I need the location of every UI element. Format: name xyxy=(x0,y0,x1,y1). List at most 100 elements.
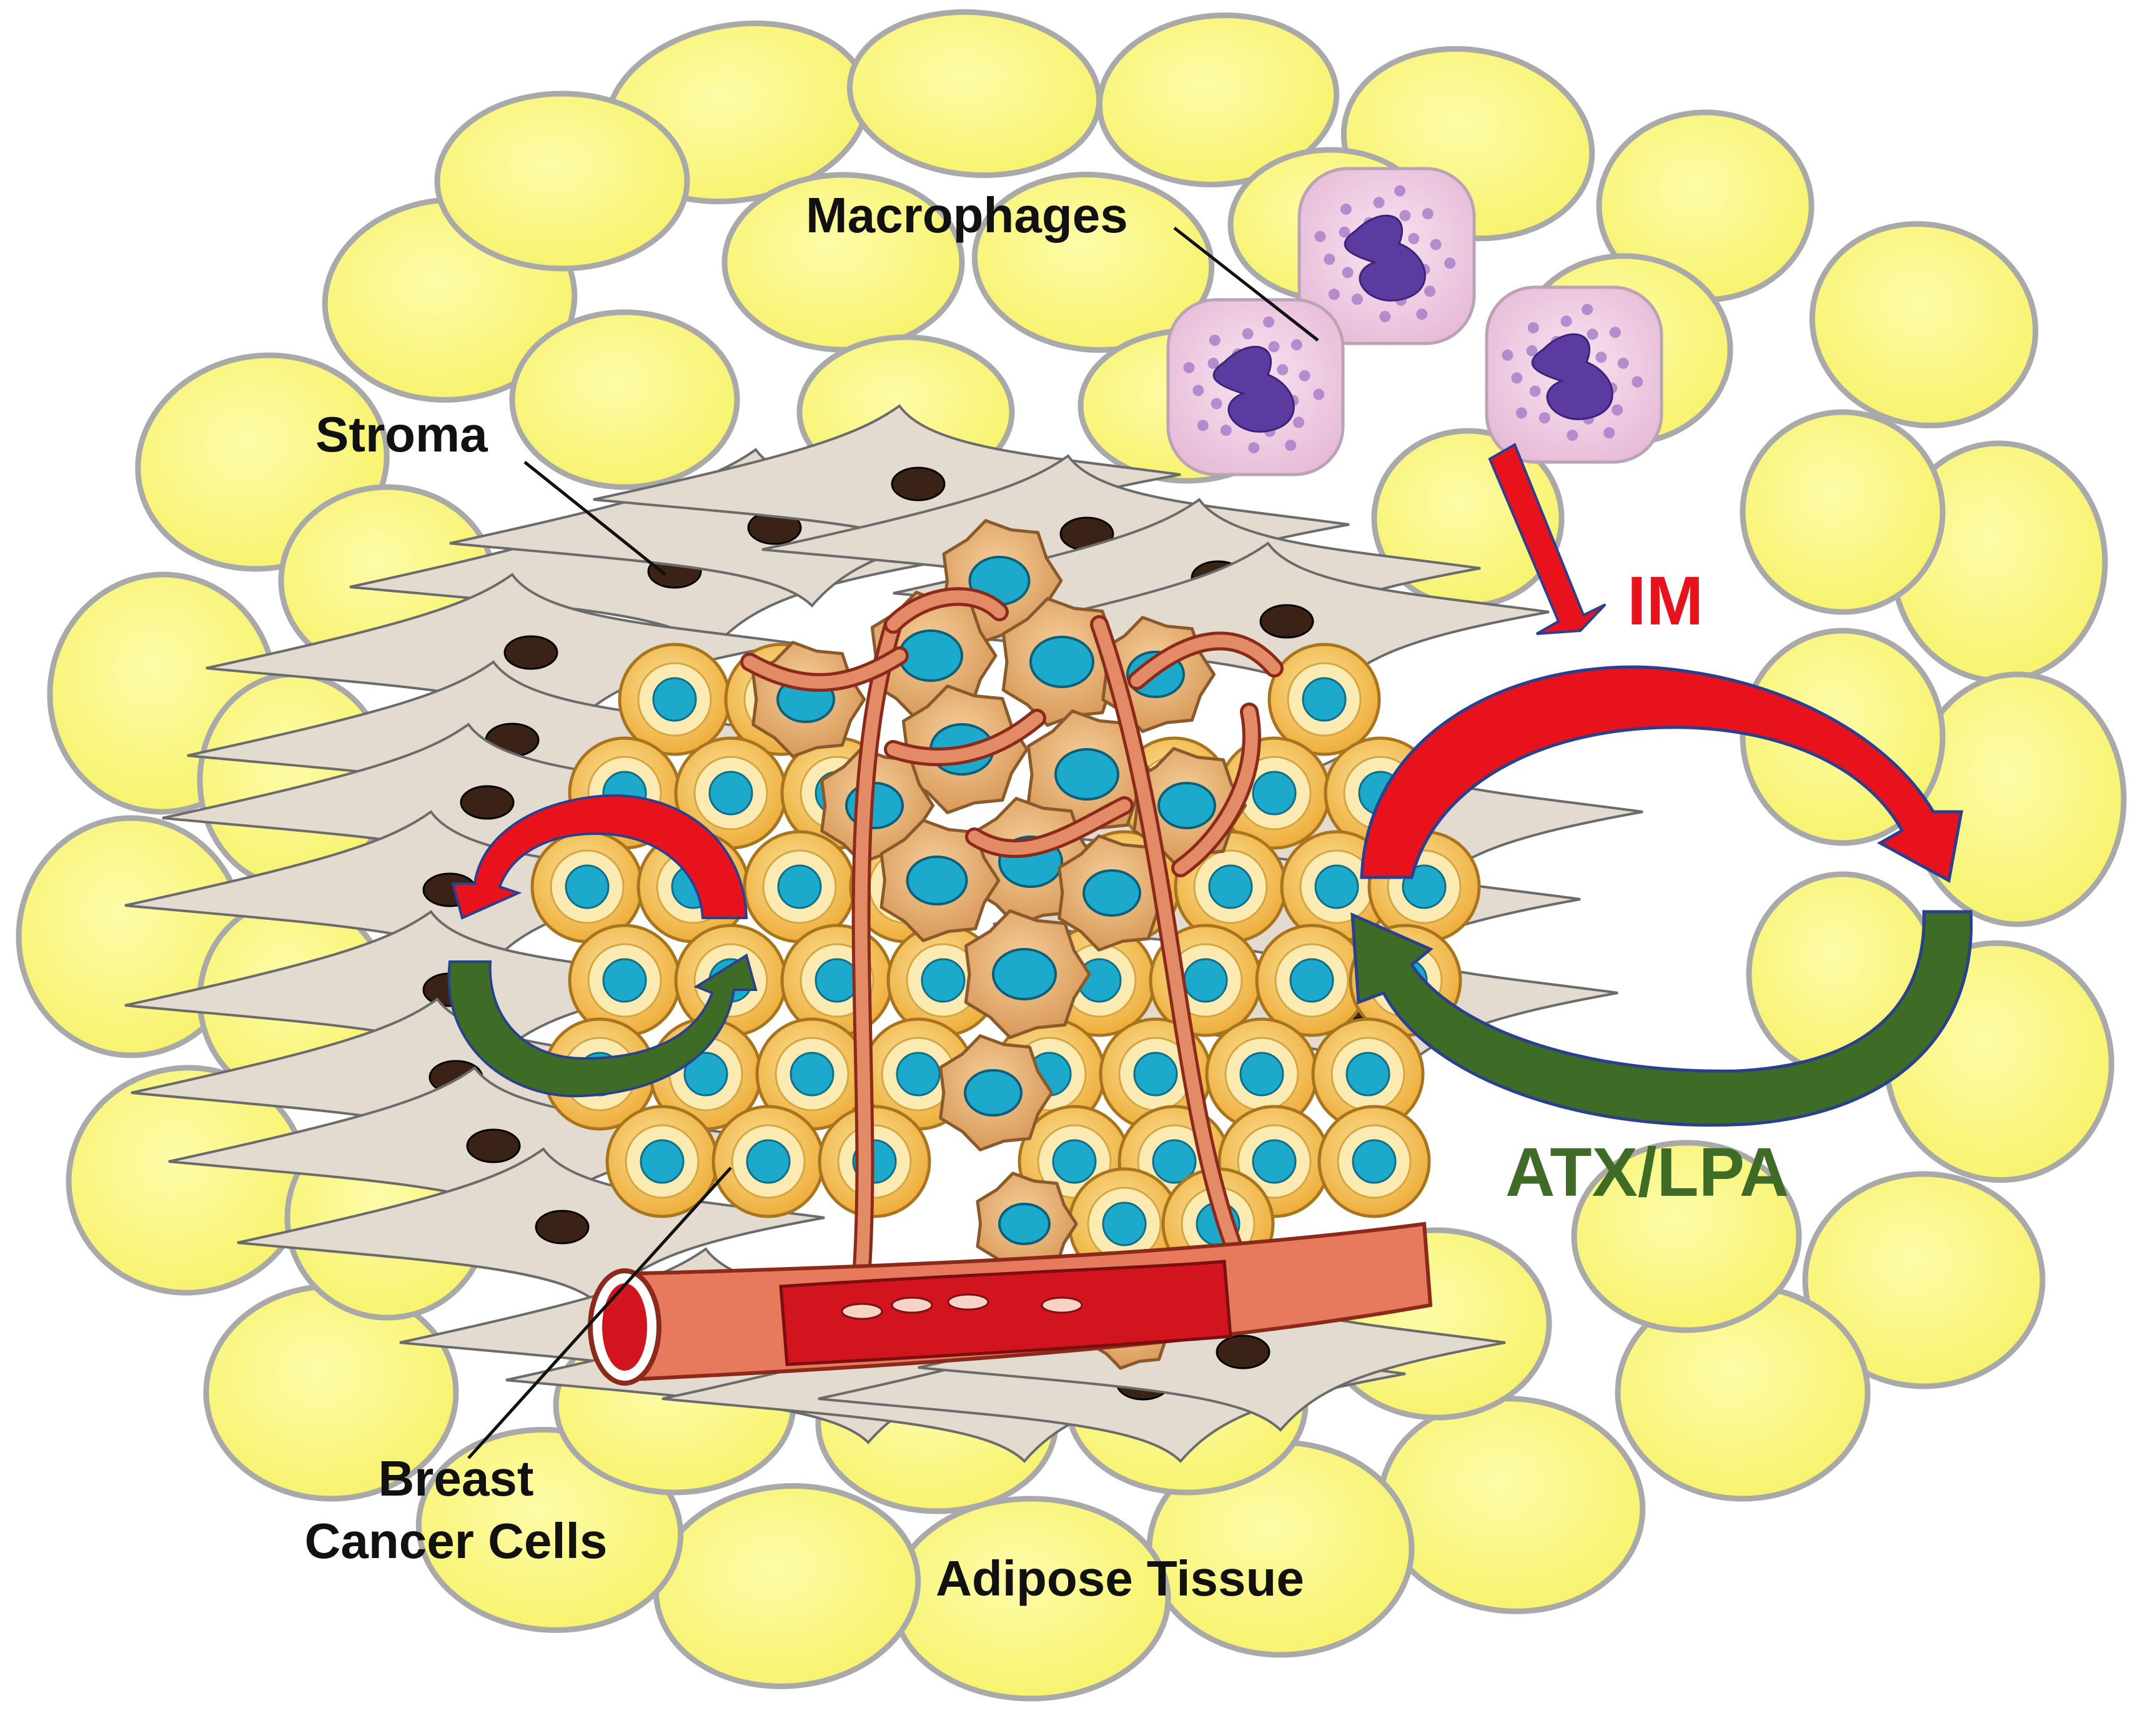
adipocyte xyxy=(434,91,690,272)
macrophage-granule xyxy=(1351,293,1363,305)
cancer-nucleus xyxy=(1208,864,1253,909)
stroma-label: Stroma xyxy=(315,407,488,462)
tumor-nucleus xyxy=(1157,782,1216,829)
breast-cancer-leader-line xyxy=(467,1166,732,1459)
cancer-nucleus xyxy=(746,1139,791,1184)
right-red-cycle-arrow xyxy=(1360,665,1963,883)
adipocyte xyxy=(1908,671,2127,927)
macrophage-granule xyxy=(1373,197,1385,209)
stroma-leader-line xyxy=(523,461,666,576)
cancer-nucleus xyxy=(652,677,697,722)
capillary xyxy=(887,712,1043,763)
cancer-nucleus xyxy=(896,1052,941,1097)
tumor-nucleus xyxy=(964,1069,1023,1117)
cancer-nucleus xyxy=(1102,1201,1147,1246)
macrophage-granule xyxy=(1248,442,1260,453)
macrophage-nucleus xyxy=(1531,333,1613,420)
macrophage-cells xyxy=(1166,167,1663,476)
macrophage-granule xyxy=(1220,425,1232,436)
red-blood-cell xyxy=(891,1296,933,1314)
macrophage-granule xyxy=(1511,372,1523,384)
macrophage-granule xyxy=(1612,404,1623,416)
adipocyte xyxy=(1377,1396,1646,1614)
macrophage-granule xyxy=(1192,385,1204,397)
stroma-nucleus xyxy=(460,785,515,820)
vessel-opening-inner xyxy=(602,1283,647,1371)
cancer-nucleus xyxy=(921,958,966,1003)
macrophage-granule xyxy=(1595,352,1607,363)
cancer-nucleus xyxy=(640,1139,685,1184)
macrophage-granule xyxy=(1207,357,1219,369)
capillary xyxy=(1093,618,1243,1261)
invasive-tumor-cells xyxy=(751,519,1247,1370)
macrophage-granule xyxy=(1609,327,1621,338)
macrophage-granule xyxy=(1299,370,1310,382)
left-red-cycle-arrow xyxy=(451,794,748,920)
macrophage-granule xyxy=(1430,239,1442,250)
tumor-nucleus xyxy=(1054,748,1119,801)
macrophage-granule xyxy=(1293,417,1305,428)
cancer-nucleus xyxy=(1252,1139,1297,1184)
im-down-arrow xyxy=(1488,443,1607,635)
macrophage-granule xyxy=(1242,328,1254,340)
blood-vessel xyxy=(588,1221,1433,1386)
cancer-nucleus xyxy=(1302,677,1347,722)
capillary xyxy=(743,649,906,689)
macrophage-nucleus xyxy=(1344,214,1426,302)
macrophage-granule xyxy=(1529,385,1541,397)
adipocyte xyxy=(1802,1171,2046,1389)
macrophage-granule xyxy=(1502,349,1513,361)
macrophage-granule xyxy=(1424,285,1436,297)
cancer-nucleus xyxy=(815,958,859,1003)
macrophage-granule xyxy=(1339,226,1350,238)
macrophage-granule xyxy=(1582,303,1593,315)
macrophage-granule xyxy=(1603,427,1615,439)
macrophage-granule xyxy=(1587,328,1598,340)
breast-cancer-label-line1: Breast xyxy=(378,1451,533,1506)
macrophage-granule xyxy=(1379,311,1391,322)
adipose-tissue-label: Adipose Tissue xyxy=(936,1551,1304,1606)
cancer-nucleus xyxy=(1152,1139,1197,1184)
cancer-nucleus xyxy=(602,958,647,1003)
stroma-nucleus xyxy=(503,635,558,670)
cancer-nucleus xyxy=(790,1052,835,1097)
macrophage-granule xyxy=(1340,203,1352,215)
cancer-nucleus xyxy=(1183,958,1228,1003)
stroma-nucleus xyxy=(535,1210,590,1245)
capillary xyxy=(1174,706,1258,874)
tumor-nucleus xyxy=(906,856,968,905)
tumor-nucleus xyxy=(1029,636,1094,688)
adipocyte xyxy=(653,1483,921,1689)
left-green-cycle-arrow xyxy=(447,953,758,1098)
macrophage-granule xyxy=(1324,254,1335,265)
macrophage-granule xyxy=(1567,430,1578,441)
cancer-nucleus xyxy=(1345,1052,1390,1097)
macrophage-granule xyxy=(1342,267,1354,279)
capillary xyxy=(855,618,899,1274)
cancer-nucleus xyxy=(777,864,822,909)
cancer-nucleus xyxy=(1352,1139,1397,1184)
cancer-nucleus xyxy=(683,1052,728,1097)
tumor-nucleus xyxy=(998,1203,1051,1245)
macrophage-granule xyxy=(1527,322,1539,333)
adipocyte xyxy=(1740,409,1946,615)
macrophage-granule xyxy=(1197,420,1209,432)
macrophage-granule xyxy=(1422,208,1434,220)
macrophage-granule xyxy=(1526,345,1538,357)
adipocyte xyxy=(1571,1140,1802,1333)
macrophage-granule xyxy=(1394,185,1406,197)
macrophage-granule xyxy=(1290,339,1302,351)
macrophage-granule xyxy=(1328,289,1340,300)
cancer-nucleus xyxy=(1252,771,1297,816)
stroma-fibroblast xyxy=(961,541,1550,701)
atx-lpa-label: ATX/LPA xyxy=(1505,1134,1789,1211)
red-blood-cell xyxy=(841,1303,883,1320)
capillary xyxy=(1131,634,1281,687)
stroma-nucleus xyxy=(891,466,946,501)
macrophage-nucleus xyxy=(1212,345,1295,433)
macrophage-granule xyxy=(1416,308,1428,320)
macrophage-granule xyxy=(1314,230,1326,242)
capillary-network xyxy=(740,587,1284,1277)
tumor-nucleus xyxy=(992,948,1057,1000)
